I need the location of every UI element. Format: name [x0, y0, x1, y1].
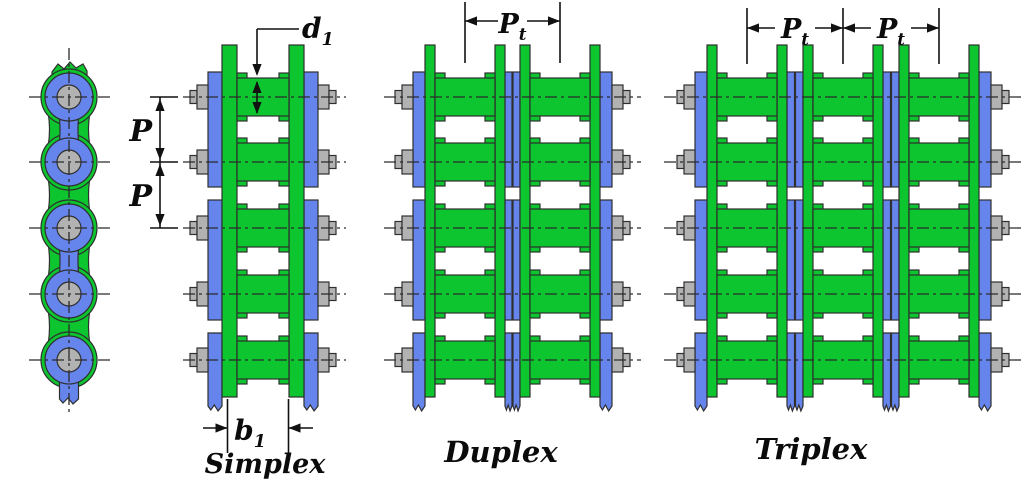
triplex-label: Triplex	[755, 432, 869, 466]
roller-diameter-dimension: d1	[252, 12, 334, 114]
transverse-pitch-dimension-duplex: Pt	[464, 2, 561, 63]
duplex-label: Duplex	[443, 435, 558, 469]
transverse-pitch-dimension-triplex: Pt Pt	[746, 8, 940, 64]
simplex-label: Simplex	[205, 449, 327, 480]
pitch-label: P	[128, 114, 153, 149]
inner-width-dimension: b1	[203, 399, 313, 453]
pitch-dimension: PP	[128, 96, 178, 229]
simplex-chain: Simplex	[183, 44, 346, 480]
triplex-chain: Triplex	[664, 44, 1022, 466]
pitch-label: P	[128, 179, 153, 214]
duplex-label-group: Duplex	[443, 435, 558, 469]
roller-diameter-label: d1	[302, 12, 334, 50]
triplex-label-group: Triplex	[755, 432, 869, 466]
duplex-chain: Duplex	[384, 44, 641, 469]
transverse-pitch-label: Pt	[497, 9, 526, 44]
duplex-centerlines	[384, 96, 641, 361]
chain-side-view	[29, 48, 110, 412]
simplex-centerlines	[183, 96, 346, 361]
simplex-label-group: Simplex	[205, 449, 327, 480]
triplex-centerlines	[664, 96, 1022, 361]
transverse-pitch-label: Pt	[780, 14, 809, 49]
inner-width-label: b1	[234, 414, 266, 452]
transverse-pitch-label: Pt	[876, 14, 905, 49]
side-view-centerlines	[29, 48, 110, 412]
